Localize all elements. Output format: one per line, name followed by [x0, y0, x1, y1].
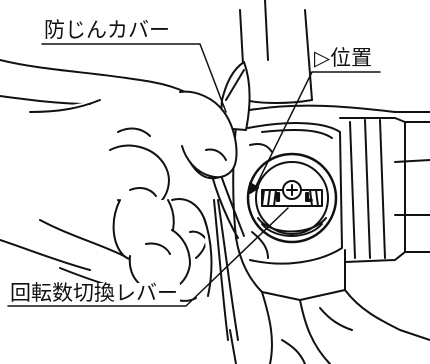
callout-leaders [7, 43, 381, 307]
position-label: ▷位置 [312, 46, 375, 70]
hand [0, 59, 239, 341]
dial-mark-left: I [276, 191, 280, 204]
dial-mark-right: L [305, 191, 312, 204]
speed-lever-label: 回転数切換レバー [8, 281, 180, 305]
speed-dial [246, 152, 338, 244]
dust-cover-label: 防じんカバー [42, 18, 172, 42]
